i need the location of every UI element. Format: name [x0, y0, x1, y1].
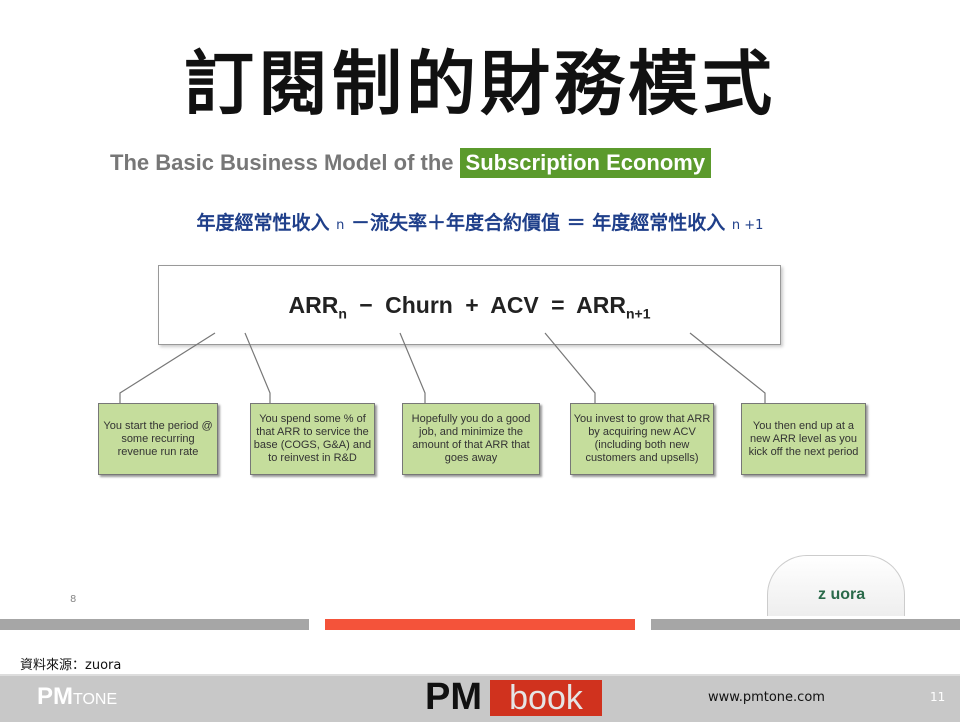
source-note: 資料來源：zuora	[20, 658, 122, 673]
connector-line	[544, 332, 596, 403]
formula-arr: ARR	[576, 292, 626, 318]
formula-zh-sub: n	[336, 218, 345, 233]
divider-bar-center	[325, 619, 635, 630]
formula-arr: ARR	[288, 292, 339, 318]
pmbook-logo-pm: PM	[425, 676, 482, 718]
connector-line	[119, 332, 216, 403]
pmtone-logo: PMTONE	[37, 683, 117, 711]
formula-zh-part: －流失率＋年度合約價值 ＝ 年度經常性收入	[351, 212, 726, 234]
formula-op: +	[465, 292, 479, 318]
formula-churn: Churn	[385, 292, 453, 318]
subtitle-prefix: The Basic Business Model of the	[110, 150, 454, 175]
connector-line	[689, 332, 766, 403]
callout-note: You start the period @ some recurring re…	[98, 403, 218, 475]
pmtone-logo-text: PM	[37, 683, 73, 710]
formula-acv: ACV	[490, 292, 539, 318]
zuora-logo: z uora	[767, 555, 905, 616]
formula-zh-sub: n +1	[731, 218, 764, 233]
footer	[0, 674, 960, 722]
formula-sub: n+1	[625, 305, 651, 322]
pmtone-logo-small: TONE	[73, 691, 118, 708]
divider-bar-right	[651, 619, 960, 630]
slide-page-number: 8	[70, 594, 77, 605]
formula-op: −	[359, 292, 373, 318]
pmbook-logo-book: book	[490, 680, 602, 716]
formula-box	[158, 265, 781, 345]
formula-sub: n	[338, 305, 347, 322]
callout-note: You then end up at a new ARR level as yo…	[741, 403, 866, 475]
formula-op: =	[551, 292, 565, 318]
callout-note: You spend some % of that ARR to service …	[250, 403, 375, 475]
formula-chinese: 年度經常性收入 n －流失率＋年度合約價值 ＝ 年度經常性收入 n +1	[0, 208, 960, 235]
zuora-logo-text: z uora	[818, 586, 866, 603]
callout-note: Hopefully you do a good job, and minimiz…	[402, 403, 540, 475]
divider-bar-left	[0, 619, 309, 630]
subtitle-highlight: Subscription Economy	[459, 148, 712, 178]
formula-zh-part: 年度經常性收入	[196, 212, 330, 234]
website-link[interactable]: www.pmtone.com	[708, 690, 825, 705]
formula: ARRn − Churn + ACV = ARRn+1	[158, 292, 781, 322]
page-number: 11	[930, 690, 946, 704]
slide-title: 訂閱制的財務模式	[184, 43, 776, 125]
connector-line	[244, 332, 271, 403]
connector-line	[399, 332, 426, 403]
callout-note: You invest to grow that ARR by acquiring…	[570, 403, 714, 475]
